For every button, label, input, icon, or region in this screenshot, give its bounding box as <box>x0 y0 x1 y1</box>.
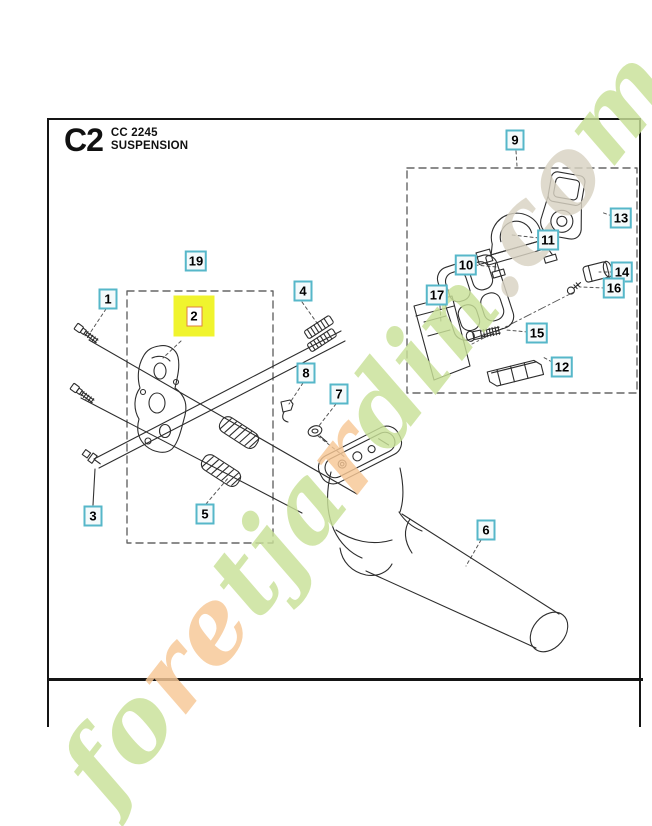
callout-11[interactable]: 11 <box>537 229 559 251</box>
screw-part-16 <box>566 280 583 296</box>
spring <box>199 452 243 489</box>
model-label: CC 2245 <box>110 127 158 139</box>
callout-19[interactable]: 19 <box>184 250 208 272</box>
callout-13[interactable]: 13 <box>609 207 633 229</box>
group-box-left <box>127 291 273 543</box>
callout-2[interactable]: 2 <box>186 306 202 326</box>
callout-12[interactable]: 12 <box>550 356 574 378</box>
callout-1[interactable]: 1 <box>98 288 118 310</box>
callout-6[interactable]: 6 <box>476 519 496 541</box>
section-code: C2 <box>64 122 104 158</box>
callout-7[interactable]: 7 <box>329 383 349 405</box>
clip-part-8 <box>281 400 293 422</box>
body-and-tube-part-6 <box>314 422 575 659</box>
callout-10[interactable]: 10 <box>454 254 478 276</box>
nut-part-3 <box>81 448 102 467</box>
callout-3[interactable]: 3 <box>83 505 103 527</box>
hanger-part-13 <box>538 170 590 240</box>
callout-5[interactable]: 5 <box>195 503 215 525</box>
leader-lines <box>88 151 613 566</box>
callout-15[interactable]: 15 <box>525 322 549 344</box>
page-frame <box>47 118 641 727</box>
frame-divider <box>47 678 643 681</box>
grommet-part-7 <box>307 424 327 442</box>
callout-9[interactable]: 9 <box>505 129 525 151</box>
stud-bolts <box>304 315 334 339</box>
title-block: C2 CC 2245 SUSPENSION <box>64 122 189 158</box>
callout-4[interactable]: 4 <box>293 280 313 302</box>
callout-17[interactable]: 17 <box>425 284 449 306</box>
leader-3 <box>93 469 95 505</box>
bracket-part-2 <box>135 346 186 453</box>
screw-part-15 <box>465 325 500 342</box>
bracket-part-12 <box>487 359 543 388</box>
callout-8[interactable]: 8 <box>296 362 316 384</box>
exploded-parts-drawing <box>0 0 652 800</box>
callout-highlight: 2 <box>173 295 215 337</box>
callout-16[interactable]: 16 <box>602 277 626 299</box>
section-label: SUSPENSION <box>110 140 189 152</box>
screw-part-1 <box>74 323 99 344</box>
group-box-right <box>407 168 637 393</box>
spring <box>217 414 261 451</box>
